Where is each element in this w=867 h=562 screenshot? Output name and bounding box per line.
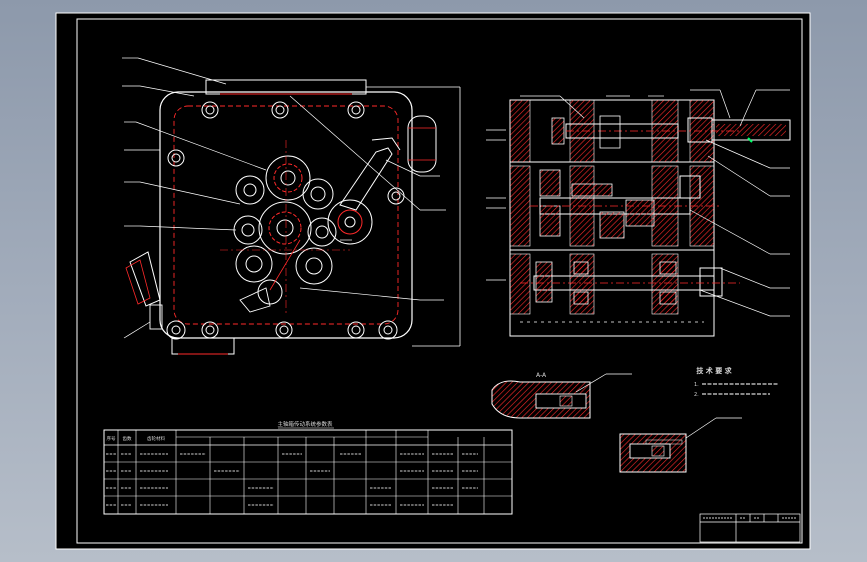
section-view [509, 99, 791, 337]
requirement-item-2: 2. [694, 392, 699, 398]
title-block [699, 513, 801, 543]
spec-table-header-3: 齿轮材料 [147, 435, 165, 442]
section-label: A-A [536, 372, 547, 379]
inner-frame [76, 18, 803, 544]
spec-table: 主轴箱传动系统参数表 序号 齿数 齿轮材料 [103, 420, 513, 515]
detail-view-coupling [619, 417, 742, 473]
drawing-sheet [55, 12, 811, 550]
technical-requirements: 技 术 要 求 1. 2. [694, 366, 778, 398]
spec-table-title: 主轴箱传动系统参数表 [277, 420, 333, 428]
front-view-leaders [122, 57, 446, 339]
detail-view-section: A-A [491, 372, 632, 419]
front-view [125, 79, 461, 355]
requirements-title: 技 术 要 求 [696, 366, 732, 375]
spec-table-header-1: 序号 [107, 435, 116, 442]
section-view-leaders [486, 89, 790, 317]
spec-table-header-2: 齿数 [123, 435, 132, 442]
requirement-item-1: 1. [694, 382, 699, 388]
